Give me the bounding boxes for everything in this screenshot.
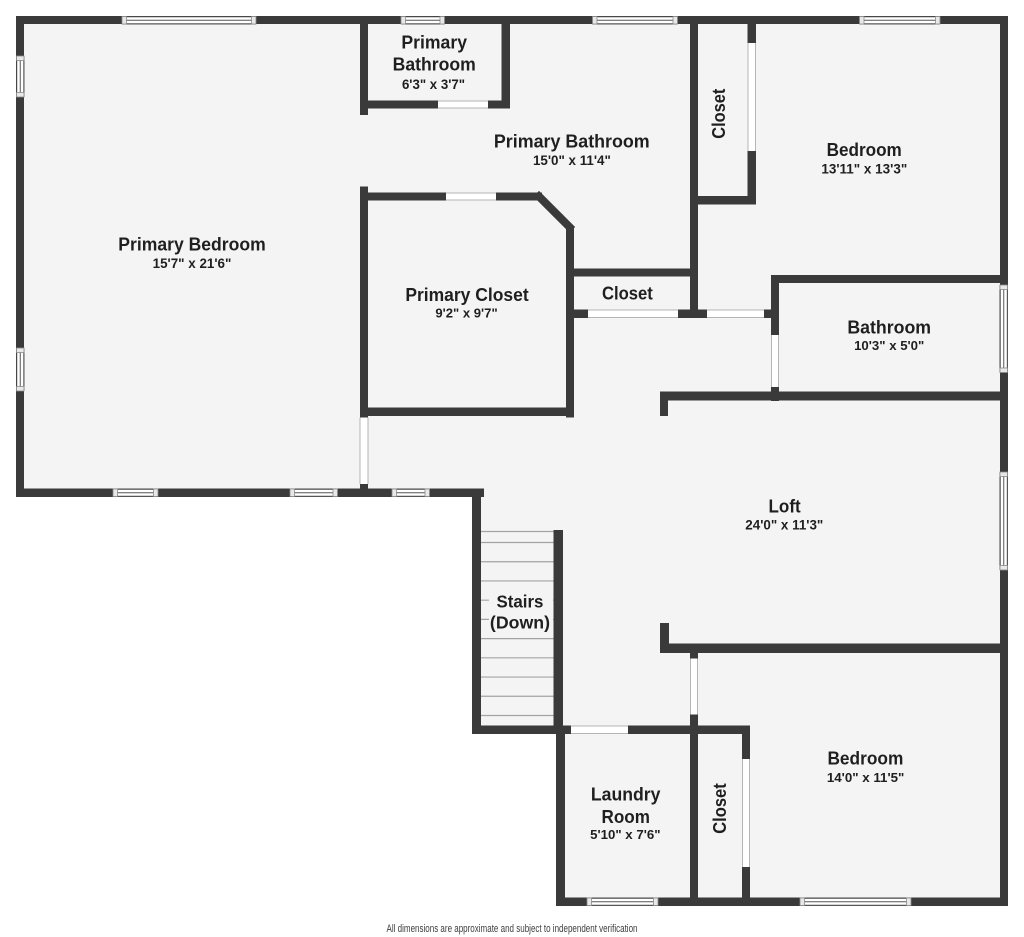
svg-text:13'11" x 13'3": 13'11" x 13'3" (821, 161, 907, 176)
svg-text:9'2" x 9'7": 9'2" x 9'7" (435, 305, 497, 320)
svg-text:Closet: Closet (710, 783, 730, 834)
svg-text:10'3" x 5'0": 10'3" x 5'0" (854, 338, 924, 353)
svg-text:5'10" x 7'6": 5'10" x 7'6" (590, 827, 660, 842)
svg-text:15'0" x 11'4": 15'0" x 11'4" (533, 153, 611, 168)
svg-text:Loft: Loft (769, 497, 801, 517)
svg-text:All dimensions are approximate: All dimensions are approximate and subje… (387, 923, 638, 935)
svg-text:Bathroom: Bathroom (393, 55, 476, 75)
svg-text:(Down): (Down) (490, 613, 550, 633)
svg-text:Bedroom: Bedroom (827, 748, 903, 768)
svg-text:14'0" x 11'5": 14'0" x 11'5" (827, 770, 905, 785)
svg-text:Primary Bathroom: Primary Bathroom (494, 131, 650, 151)
svg-text:24'0" x 11'3": 24'0" x 11'3" (745, 518, 823, 533)
svg-text:15'7" x 21'6": 15'7" x 21'6" (153, 256, 232, 271)
svg-text:Primary Closet: Primary Closet (405, 285, 528, 305)
svg-text:Primary Bedroom: Primary Bedroom (118, 234, 265, 254)
svg-text:Bathroom: Bathroom (847, 318, 931, 338)
svg-text:Laundry: Laundry (591, 784, 661, 804)
svg-text:Room: Room (602, 807, 650, 827)
svg-text:Bedroom: Bedroom (827, 140, 902, 160)
svg-text:6'3" x 3'7": 6'3" x 3'7" (402, 77, 465, 92)
svg-text:Closet: Closet (709, 89, 729, 139)
svg-text:Primary: Primary (401, 33, 467, 53)
svg-text:Closet: Closet (602, 284, 653, 304)
svg-text:Stairs: Stairs (497, 592, 544, 612)
